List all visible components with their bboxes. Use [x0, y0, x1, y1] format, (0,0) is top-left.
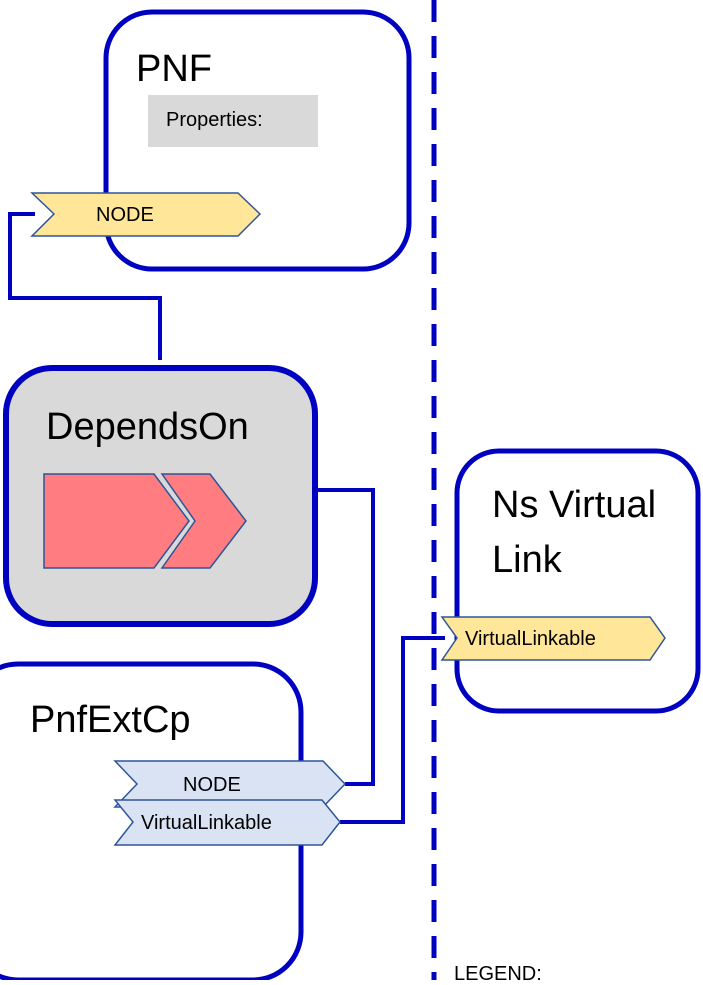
pnfextcp-virtuallinkable-requirement-tag[interactable] [113, 799, 341, 846]
pnf-node-capability-label: NODE [96, 204, 154, 226]
pnf-node-capability-tag[interactable] [30, 192, 262, 237]
pnfextcp-node-requirement-label: NODE [183, 774, 241, 796]
ns-virtual-link-title-line2: Link [492, 539, 562, 581]
ns-virtual-link-capability-tag[interactable] [440, 616, 666, 661]
ns-virtual-link-capability-label: VirtualLinkable [465, 628, 596, 650]
connector-node-dependson [8, 212, 162, 360]
connector-dependson-cp-node [315, 488, 375, 786]
pnf-properties-box [148, 95, 318, 147]
connector-cp-virtuallink [340, 636, 445, 824]
legend-label: LEGEND: [454, 963, 542, 985]
pnf-properties-label: Properties: [166, 109, 263, 131]
dependson-title: DependsOn [46, 406, 249, 448]
pnfextcp-title: PnfExtCp [30, 699, 191, 741]
pnfextcp-virtuallinkable-requirement-label: VirtualLinkable [141, 812, 272, 834]
relationship-chevron-icon [43, 473, 247, 569]
ns-virtual-link-title-line1: Ns Virtual [492, 484, 657, 526]
pnf-title: PNF [136, 48, 212, 90]
